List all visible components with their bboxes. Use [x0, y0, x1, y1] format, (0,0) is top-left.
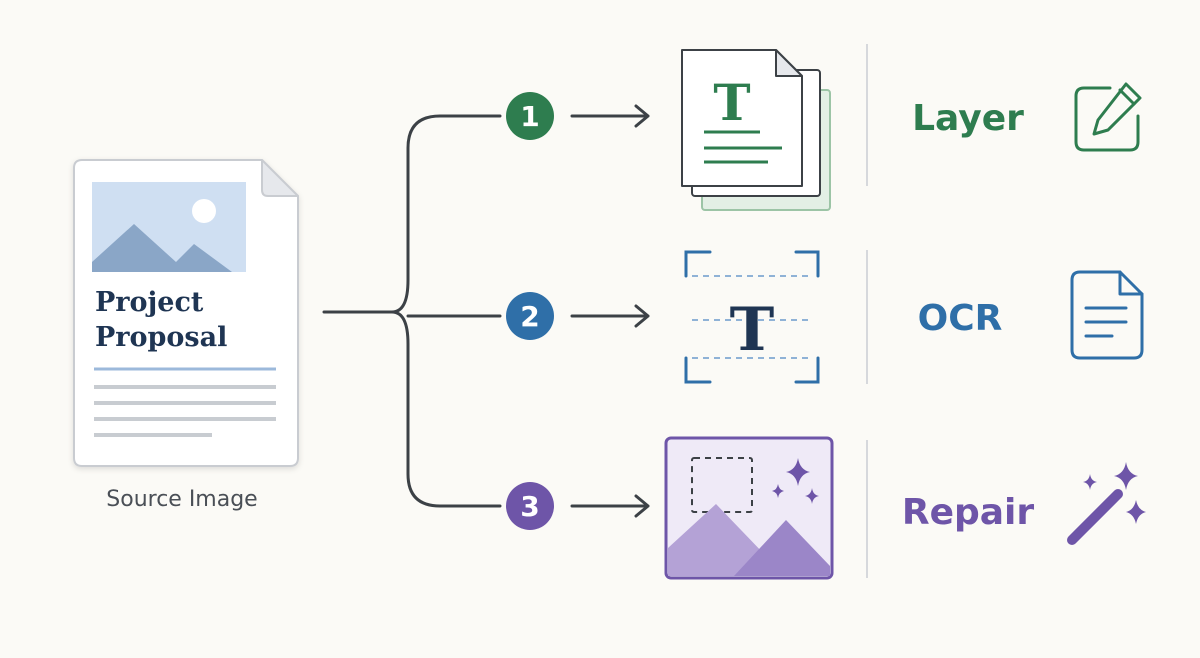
ocr-glyph: T: [730, 295, 775, 365]
label-repair: Repair: [902, 492, 1035, 533]
layer-glyph: T: [713, 73, 750, 132]
label-layer: Layer: [912, 98, 1024, 139]
svg-text:3: 3: [520, 490, 539, 523]
document-lines-icon: [1070, 270, 1144, 360]
arrow-1: [570, 104, 650, 128]
pencil-edit-icon: [1074, 82, 1142, 152]
arrow-2: [570, 304, 650, 328]
repaired-image-icon: [664, 436, 834, 580]
branch-connector: [322, 114, 502, 508]
step-badge-2: 2: [506, 292, 554, 340]
label-ocr: OCR: [918, 298, 1003, 339]
source-caption: Source Image: [106, 487, 257, 512]
source-title-line-1: Project: [95, 287, 204, 318]
magic-wand-icon: [1067, 462, 1146, 545]
source-document: Project Proposal: [73, 159, 299, 467]
source-image-thumbnail-icon: [92, 182, 246, 272]
svg-text:2: 2: [520, 300, 539, 333]
step-badge-1: 1: [506, 92, 554, 140]
step-badge-3: 3: [506, 482, 554, 530]
source-title-line-2: Proposal: [95, 322, 227, 353]
layered-document-icon: T: [681, 49, 831, 211]
svg-text:1: 1: [520, 100, 539, 133]
ocr-scan-icon: T: [684, 250, 820, 384]
arrow-3: [570, 494, 650, 518]
step-arrows: [570, 104, 650, 518]
